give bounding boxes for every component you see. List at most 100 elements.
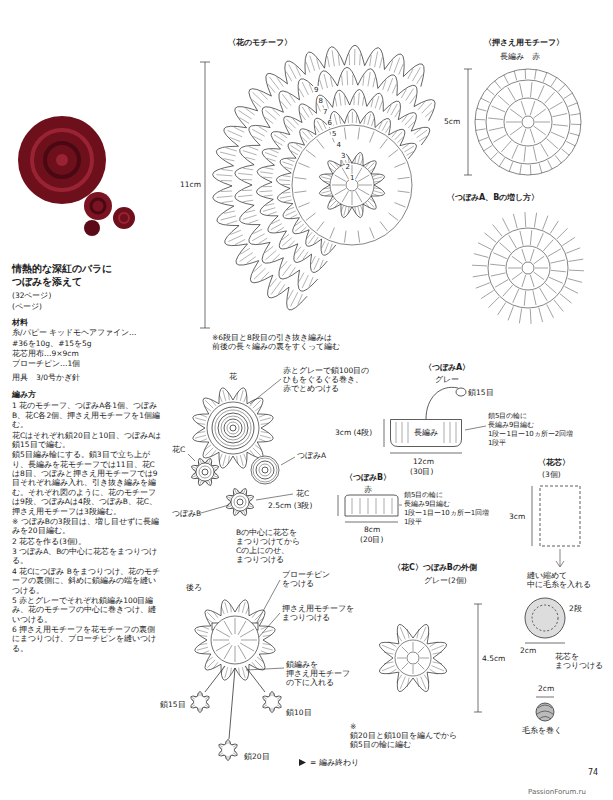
stitch-mark [260,435,271,438]
stitch-mark [530,165,532,175]
stitch-mark [228,756,229,760]
stitch-mark [240,455,243,466]
stitch-mark [570,114,580,116]
callout-text: 花C [172,445,185,454]
page-number: 74 [588,768,598,778]
stitch-mark [263,186,272,187]
stitch-mark [225,667,228,678]
stitch-mark [512,256,523,264]
stitch-mark [504,75,509,84]
stitch-mark [242,190,252,192]
stitch-mark [277,77,283,86]
dimension-tick [464,69,472,70]
cord-coil [262,467,268,473]
stitch-mark [276,227,284,232]
stitch-mark [263,705,266,707]
petal-row [213,45,425,310]
legend-text: = 編み終わり [310,758,359,767]
callout-text: Bの中心に花芯を まつりつけてから Cの上にのせ、 まつりつける [236,528,300,564]
stitch-mark [394,163,405,168]
cord-coil [237,499,243,505]
flower-disc [207,402,259,454]
stitch-mark [474,254,489,258]
stitch-mark [370,131,375,142]
stitch-mark [283,176,291,177]
stitch-mark [395,132,403,140]
stitch-mark [550,102,563,110]
stitch-mark [498,302,506,315]
callout-text: 赤 [364,485,372,494]
chain-cord [229,668,235,739]
stitch-mark [524,212,526,227]
stitch-mark [363,76,364,86]
stitch-mark [358,231,360,243]
stitch-mark [219,454,222,461]
stitch-mark [291,292,298,306]
stitch-mark [548,160,553,169]
stitch-mark [487,89,495,95]
stitch-mark [530,249,534,261]
stitch-mark [306,150,316,157]
dimension-line [468,69,469,175]
stitch-mark [207,660,215,668]
stitch-mark [223,159,234,161]
stitch-mark [310,56,315,71]
stitch-mark [524,147,525,162]
callout-text: 後ろ [186,583,202,592]
stitch [444,422,445,443]
stitch-mark [235,489,237,493]
stitch-mark [243,215,257,219]
stitch-mark [520,83,523,98]
dimension-line [536,697,554,698]
stitch-mark [419,136,427,141]
stitch-mark [533,290,536,305]
stitch-mark [401,89,406,98]
stitch-mark [213,475,217,477]
stitch-mark [286,72,292,82]
stitch-mark [289,65,296,79]
stitch-mark [508,87,516,100]
stitch-mark [270,149,278,153]
cord-coil [221,416,245,440]
stitch-mark [217,196,233,197]
stitch-mark [490,264,505,265]
stitch-mark [221,607,224,614]
stitch-mark [353,96,354,105]
stitch-mark [294,177,306,179]
stitch-mark [370,227,375,238]
stitch-mark [302,82,308,95]
stitch-mark [243,489,245,493]
body-text: 6 押さえ用モチーフを花モチーフの裏側にまつりつけ、ブローチピンを縫いつける。 [12,625,162,653]
stitch-mark [259,127,268,132]
body-text: (32ページ) [12,291,162,300]
stitch-mark [243,168,253,170]
stitch-mark [306,213,316,220]
stitch-mark [317,121,322,131]
chart-ring [395,640,431,676]
stitch-mark [380,139,387,149]
stitch-mark [255,612,263,620]
chart-ring [488,228,568,308]
chain-loop [456,388,466,396]
stitch-mark [261,626,268,629]
stitch-mark [332,185,345,186]
leader-lines [188,379,564,670]
dimension-label: 8cm [364,525,380,534]
stitch-mark [489,297,500,308]
stitch-mark [200,708,201,712]
stitch-mark [248,505,252,507]
stitch-mark [225,602,228,613]
stitch-mark [208,459,210,463]
stitch-mark [314,258,319,270]
callout-text: 赤とグレーで鎖100目の ひもをぐるぐる巻き、 赤でとめつける [283,366,369,393]
petal-row [256,90,429,273]
stitch-mark [548,249,561,257]
body-text: 5 赤とグレーでそれぞれ鎖編み100目編み、花のモチーフの中心に巻きつけ、縫いつ… [12,596,162,624]
flower-disc [251,456,279,484]
stitch-mark [227,130,242,136]
callout-text: 縫い縮めて 中に毛糸を入れる [527,571,591,589]
leader-line [281,457,295,465]
stitch-mark [550,260,565,263]
stitch-mark [287,159,294,162]
stitch-mark [271,224,282,230]
